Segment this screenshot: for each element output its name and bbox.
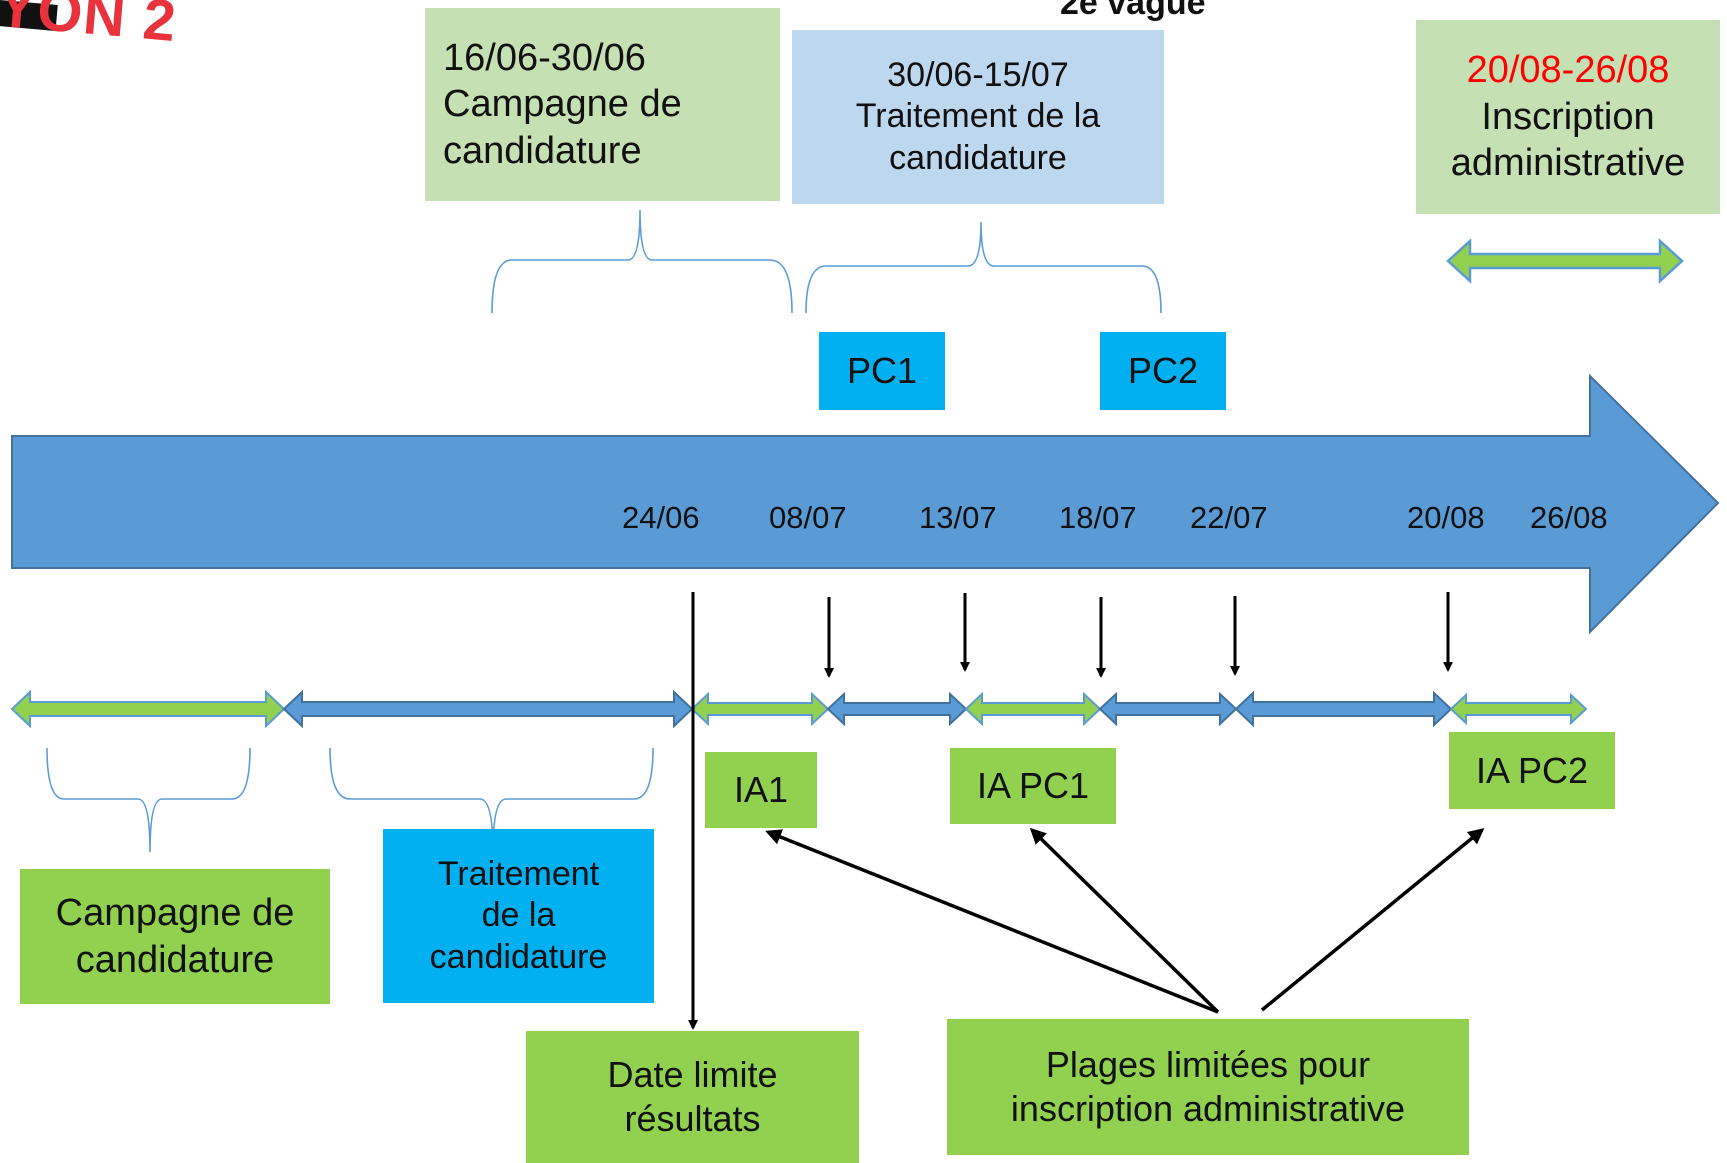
pc1-label: PC1 (846, 350, 918, 392)
timeline-date-2406: 24/06 (622, 500, 700, 535)
period-arrow-processing (282, 689, 694, 729)
ia-pc1-box: IA PC1 (950, 748, 1116, 824)
period-arrow-ia-pc2 (1449, 692, 1588, 726)
top-box-admin-date: 20/08-26/08 (1466, 49, 1670, 92)
timeline-date-0807: 08/07 (769, 500, 847, 535)
top-box-processing-line2: candidature (889, 138, 1067, 177)
timeline-date-2207: 22/07 (1190, 500, 1268, 535)
top-box-admin-line1: Inscription (1481, 95, 1655, 138)
ia-pc2-box: IA PC2 (1449, 732, 1615, 809)
top-box-processing-line1: Traitement de la (855, 97, 1101, 136)
period-arrow-ia1 (690, 691, 830, 727)
pc2-label: PC2 (1127, 350, 1199, 392)
bottom-box-campaign-line1: Campagne de (55, 892, 295, 935)
top-box-campaign-date: 16/06-30/06 (443, 36, 646, 79)
bottom-box-limited: Plages limitées pour inscription adminis… (947, 1019, 1469, 1155)
bottom-box-deadline: Date limite résultats (526, 1031, 859, 1163)
top-box-admin: 20/08-26/08 Inscription administrative (1416, 20, 1720, 214)
top-box-campaign-line1: Campagne de (443, 83, 682, 126)
ia1-box: IA1 (705, 752, 817, 828)
bottom-box-limited-line2: inscription administrative (1010, 1088, 1406, 1129)
period-arrow-wait (1234, 690, 1453, 728)
timeline-date-1307: 13/07 (919, 500, 997, 535)
wave-heading: 2e vague (1060, 0, 1206, 22)
ia-pc1-label: IA PC1 (976, 765, 1090, 807)
admin-period-arrow (1446, 238, 1684, 284)
timeline-date-2608: 26/08 (1530, 500, 1608, 535)
period-arrow-pc2 (1098, 691, 1238, 727)
top-box-processing-date: 30/06-15/07 (887, 55, 1069, 94)
top-box-campaign-line2: candidature (443, 129, 642, 172)
top-box-processing: 30/06-15/07 Traitement de la candidature (792, 30, 1164, 204)
bottom-box-processing-line3: candidature (429, 937, 608, 976)
brace-processing-top (805, 221, 1162, 314)
top-box-campaign: 16/06-30/06 Campagne de candidature (425, 8, 780, 201)
bottom-box-processing-line2: de la (481, 896, 556, 935)
bottom-box-processing-line1: Traitement (437, 854, 600, 893)
bottom-box-deadline-line2: résultats (624, 1098, 761, 1139)
brace-campaign-bottom (46, 747, 251, 853)
period-arrow-campaign (10, 689, 286, 729)
pc2-box: PC2 (1100, 332, 1226, 410)
top-box-admin-line2: administrative (1450, 142, 1686, 185)
timeline-arrow (11, 373, 1720, 635)
pointer-arrow-ia-pc1 (1029, 827, 1220, 1014)
timeline-date-1807: 18/07 (1059, 500, 1137, 535)
bottom-box-deadline-line1: Date limite (607, 1054, 778, 1096)
pointer-arrow-ia1 (765, 829, 1219, 1014)
bottom-box-campaign-line2: candidature (75, 938, 275, 981)
pc1-box: PC1 (819, 332, 945, 410)
ia1-label: IA1 (733, 769, 789, 811)
pointer-arrow-ia-pc2 (1260, 828, 1485, 1012)
bottom-box-limited-line1: Plages limitées pour (1045, 1044, 1371, 1086)
timeline-date-2008: 20/08 (1407, 500, 1485, 535)
bottom-box-processing: Traitement de la candidature (383, 829, 654, 1003)
ia-pc2-label: IA PC2 (1475, 749, 1589, 791)
brace-campaign-top (491, 209, 793, 314)
bottom-box-campaign: Campagne de candidature (20, 869, 330, 1004)
period-arrow-pc1 (826, 691, 968, 727)
period-arrow-ia-pc1 (964, 691, 1102, 727)
